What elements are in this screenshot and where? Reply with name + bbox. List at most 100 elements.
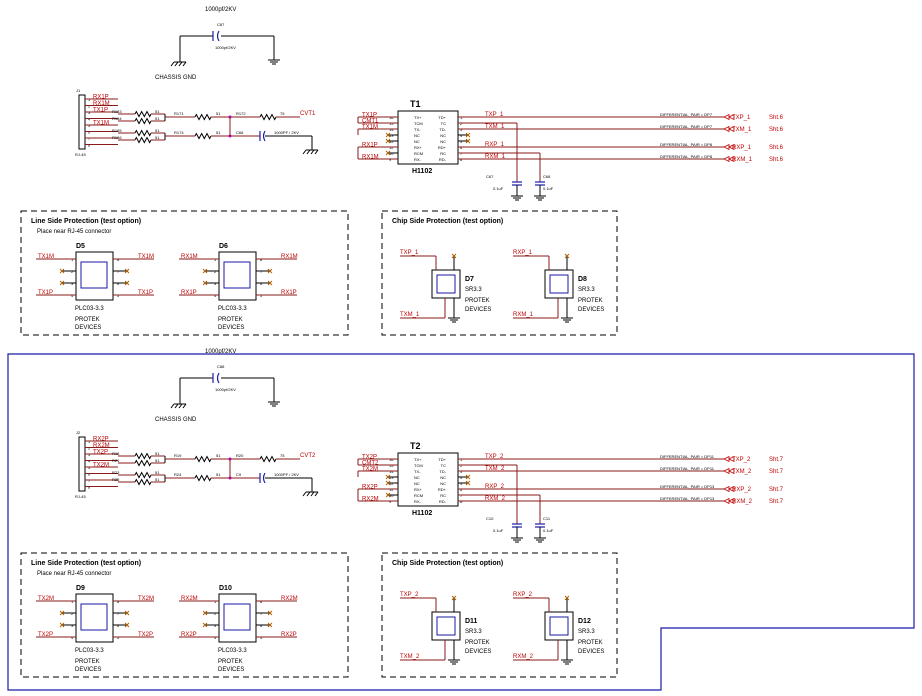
resistor-ref: R185 [112,128,122,133]
cap-value: 1000pf/2KV [215,45,236,50]
transformer-pin-name: NC [414,481,420,486]
transformer-right-net: TXP_1 [485,112,504,118]
resistor-value: 51 [155,128,160,133]
resistor-value: 51 [155,470,160,475]
nc-stroke [385,150,391,156]
transformer-left-net: RX1M [362,155,379,161]
nc-stroke [564,595,570,601]
tvs-maker: PROTEK [465,640,490,646]
tvs-body [431,269,461,299]
nc-stroke [202,610,208,616]
line-side-note: Place near RJ-45 connector [37,229,111,235]
tvs-bridge [549,274,569,294]
tvs-maker-line2: DEVICES [218,667,244,673]
transformer-pin-name: NC [440,481,446,486]
transformer-pin-name: TD- [439,469,446,474]
offpage-net: TXM_1 [732,127,752,133]
no-connect-mark [564,253,570,259]
chip-side-title: Chip Side Protection (test option) [392,218,503,225]
tvs-body [544,611,574,641]
tvs-part: PLC03-3.3 [218,648,247,654]
tvs-maker: PROTEK [578,298,603,304]
tvs-bridge [223,261,251,289]
nc-stroke [385,138,391,144]
nc-stroke [202,622,208,628]
ground-symbol [448,317,460,323]
transformer-right-net: RXP_2 [485,484,505,490]
nc-stroke [465,132,471,138]
offpage-arrow [723,485,735,493]
chassis-ground-symbol [302,491,319,497]
transformer-right-net: TXM_2 [485,466,505,472]
transformer-pin-name: TD+ [438,457,446,462]
chip-net: TXP_1 [400,250,419,256]
resistor-symbol [194,113,212,121]
resistor-ref: R21 [112,458,120,463]
line-side-title: Line Side Protection (test option) [31,560,141,567]
ground-symbol [561,317,573,323]
ground-symbol [511,537,523,543]
no-connect-mark [124,268,130,274]
chassis-tick [178,403,183,409]
transformer-left-net: TX1M [362,125,378,131]
no-connect-mark [267,280,273,286]
chassis-gnd-label: CHASSIS GND [155,75,197,81]
tvs-net: RX2P [181,632,197,638]
chip-side-box [381,210,618,336]
transformer-pin-name: TD+ [438,115,446,120]
transformer-left-net: TX1P [362,113,377,119]
offpage-net: RXP_1 [732,145,752,151]
tvs-net: TX1P [38,290,53,296]
cap-value: 0.1uF [543,186,554,191]
transformer-pin-name: TD- [439,127,446,132]
cap-ref: C88 [217,364,225,369]
chip-net: TXM_2 [400,654,420,660]
line-side-note: Place near RJ-45 connector [37,571,111,577]
cap-value: 1000PF / 2KV [274,130,299,135]
resistor-symbol [134,478,152,486]
transformer-pin-name: NC [414,475,420,480]
differential-pair-label: DIFFERENTIAL_PAIR = DP8 [660,154,713,159]
tvs-body [544,269,574,299]
connector-net: RX2M [93,443,110,449]
transformer-left-net: RX2P [362,485,378,491]
tvs-bridge [436,616,456,636]
resistor-symbol [134,459,152,467]
tvs-maker-line2: DEVICES [218,325,244,331]
resistor-value: 51 [155,477,160,482]
tvs-bridge [80,261,108,289]
transformer-right-net: RXM_1 [485,154,506,160]
resistor-symbol [259,113,277,121]
tvs-bridge [223,603,251,631]
transformer-left-net: RX1P [362,143,378,149]
transformer-pin-name: RX- [414,499,422,504]
cap-value: 0.1uF [493,528,504,533]
nc-stroke [465,474,471,480]
tvs-maker-line2: DEVICES [75,667,101,673]
connector-body [78,94,86,150]
cap-ref: C10 [486,516,494,521]
tvs-net: TX2P [38,632,53,638]
chip-net: RXP_1 [513,250,533,256]
chassis-tick [302,491,307,497]
resistor-ref: R19 [174,453,182,458]
transformer-pin-name: TCM [414,121,423,126]
chip-net: RXP_2 [513,592,533,598]
cap-ref: C67 [486,174,494,179]
no-connect-mark [465,474,471,480]
resistor-value: 75 [280,111,285,116]
sheet-ref: Sht.6 [769,145,784,151]
nc-stroke [385,492,391,498]
no-connect-mark [202,280,208,286]
nc-stroke [564,253,570,259]
tvs-maker: PROTEK [218,659,243,665]
resistor-value: 51 [155,135,160,140]
no-connect-mark [267,622,273,628]
line-side-box [20,552,349,678]
transformer-pin-name: RC [440,493,446,498]
no-connect-mark [59,622,65,628]
offpage-arrow [723,125,735,133]
offpage-arrow [723,497,735,505]
tvs-ref: D11 [465,618,478,625]
